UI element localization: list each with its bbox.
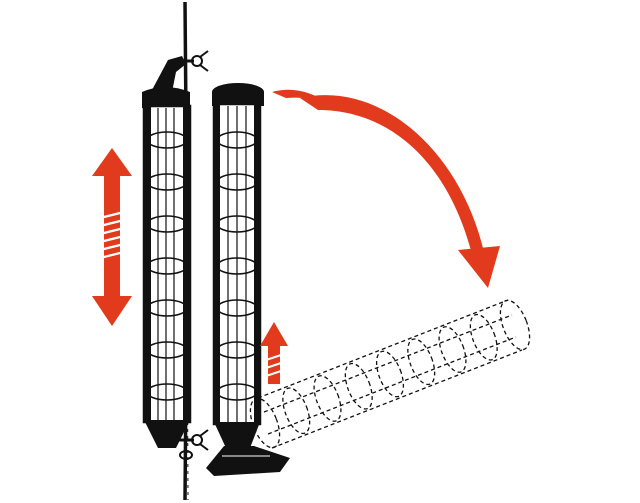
tilted-segment-ring bbox=[407, 338, 436, 386]
left-cylinder-bottom-cone bbox=[144, 420, 190, 448]
curved-arrow-icon bbox=[272, 89, 500, 288]
double-arrow-icon bbox=[92, 148, 132, 326]
clamp-icon bbox=[176, 429, 209, 451]
right-mesh-ring bbox=[216, 341, 258, 359]
left-mesh-ring bbox=[146, 383, 188, 401]
left-mesh-rings bbox=[146, 131, 188, 401]
tilted-segment-ring bbox=[375, 350, 405, 398]
right-mesh-ring bbox=[216, 131, 258, 149]
right-cylinder-unit bbox=[206, 83, 290, 476]
tilted-segment-ring bbox=[313, 375, 342, 422]
clamp-icon bbox=[184, 50, 209, 72]
tilted-segment-ring bbox=[469, 313, 498, 361]
left-mesh-ring bbox=[146, 131, 188, 149]
right-mesh-ring bbox=[216, 257, 258, 275]
right-cylinder-bottom-cone bbox=[214, 422, 260, 448]
right-base-plate bbox=[206, 446, 290, 476]
tilted-segment-ring bbox=[438, 326, 467, 373]
right-mesh-ring bbox=[216, 299, 258, 317]
left-mesh-ring bbox=[146, 173, 188, 191]
tilted-cylinder-outline bbox=[249, 299, 531, 449]
left-mesh-ring bbox=[146, 215, 188, 233]
right-mesh-ring bbox=[216, 383, 258, 401]
left-mesh-ring bbox=[146, 341, 188, 359]
left-mesh-ring bbox=[146, 257, 188, 275]
left-top-bracket bbox=[152, 56, 186, 92]
right-mesh-ring bbox=[216, 173, 258, 191]
tilted-segment-ring bbox=[344, 362, 373, 410]
up-arrow-icon bbox=[260, 322, 288, 384]
left-mesh-ring bbox=[146, 299, 188, 317]
tilted-segment-ring bbox=[282, 387, 311, 435]
right-mesh-rings bbox=[216, 131, 258, 401]
left-cylinder-unit bbox=[142, 50, 209, 460]
right-mesh-ring bbox=[216, 215, 258, 233]
